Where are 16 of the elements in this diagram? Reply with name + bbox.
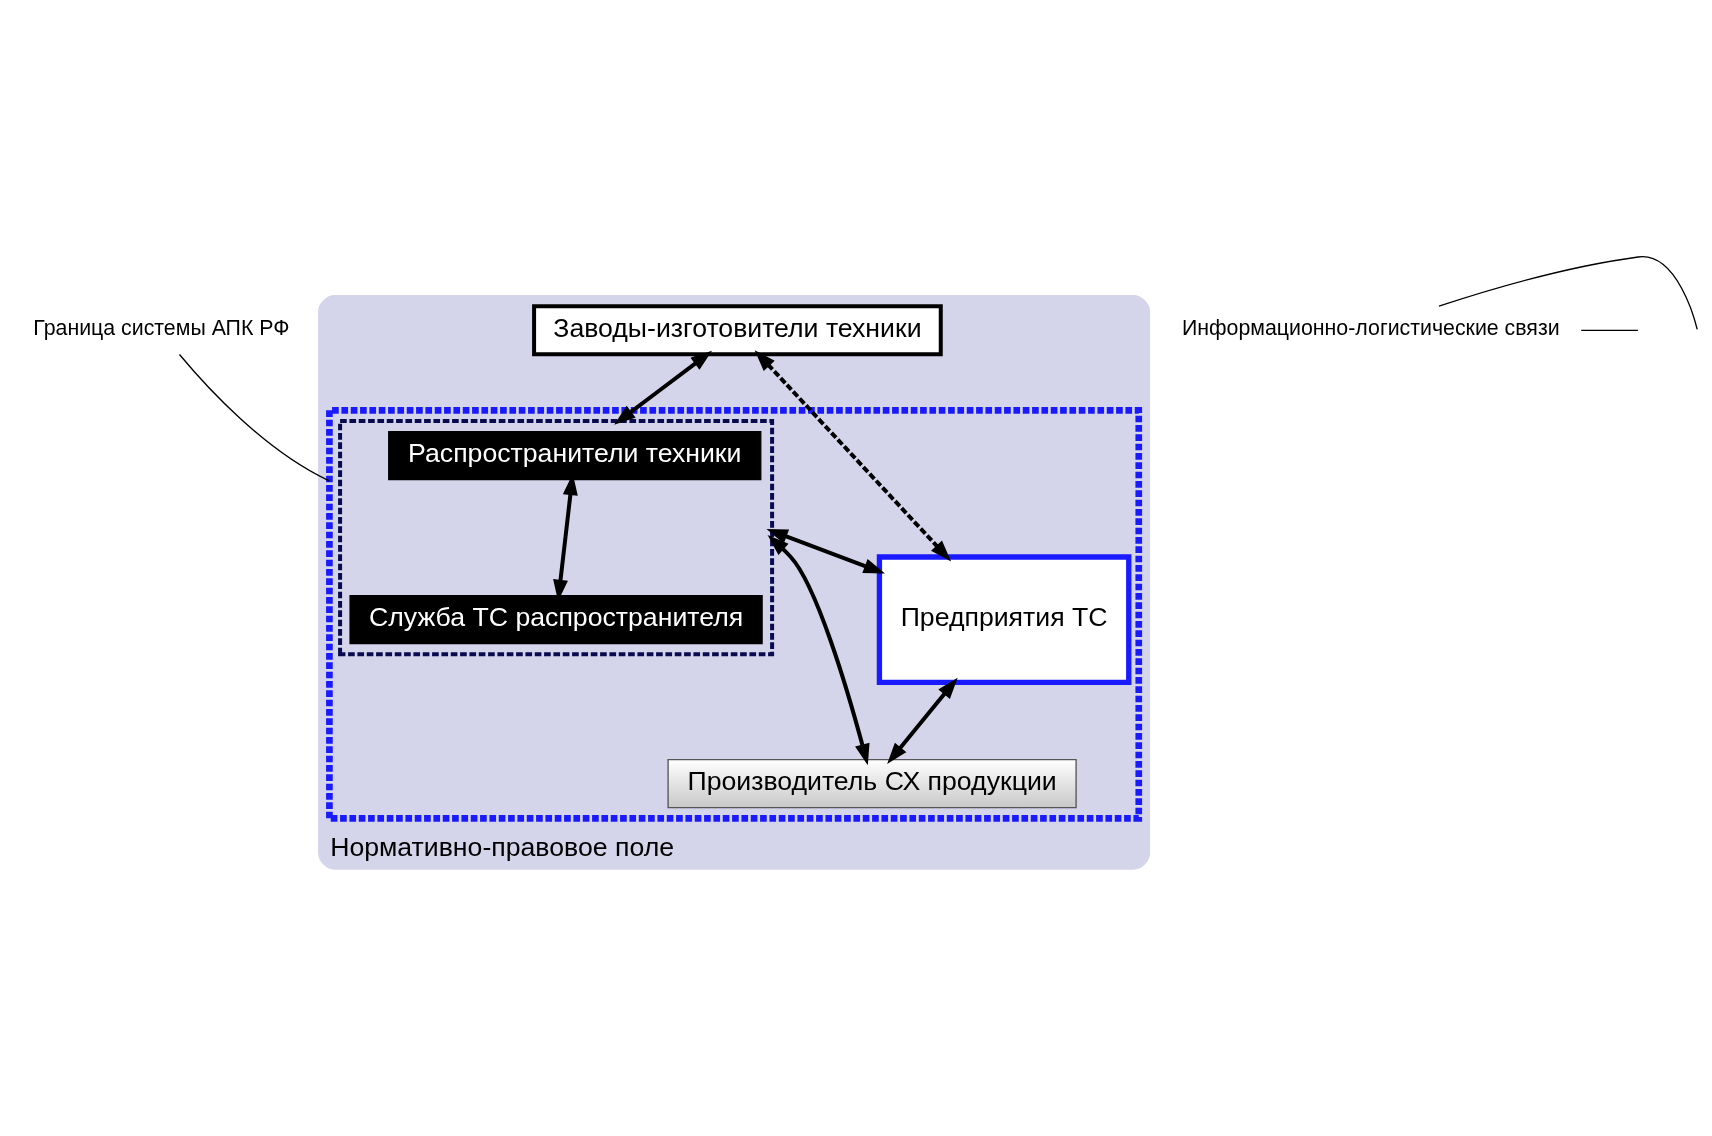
- cluster: [338, 419, 775, 657]
- node-box: Предприятия ТС: [876, 554, 1132, 685]
- node-text: Информационно-логистические связи: [1181, 316, 1560, 341]
- arrow: [766, 529, 885, 574]
- node-text: Граница системы АПК РФ: [33, 316, 290, 341]
- connector: [1438, 256, 1698, 331]
- arrow: [767, 535, 870, 766]
- node-box: Заводы-изготовители техники: [532, 304, 943, 357]
- node-box: Служба ТС распространителя: [349, 595, 763, 645]
- node-box: Производитель СХ продукции: [667, 759, 1077, 809]
- connector: [178, 353, 331, 482]
- arrow: [754, 350, 952, 562]
- arrow: [887, 677, 958, 764]
- arrow: [614, 350, 713, 425]
- node-box: Распространители техники: [388, 431, 762, 481]
- connector: [1580, 329, 1639, 331]
